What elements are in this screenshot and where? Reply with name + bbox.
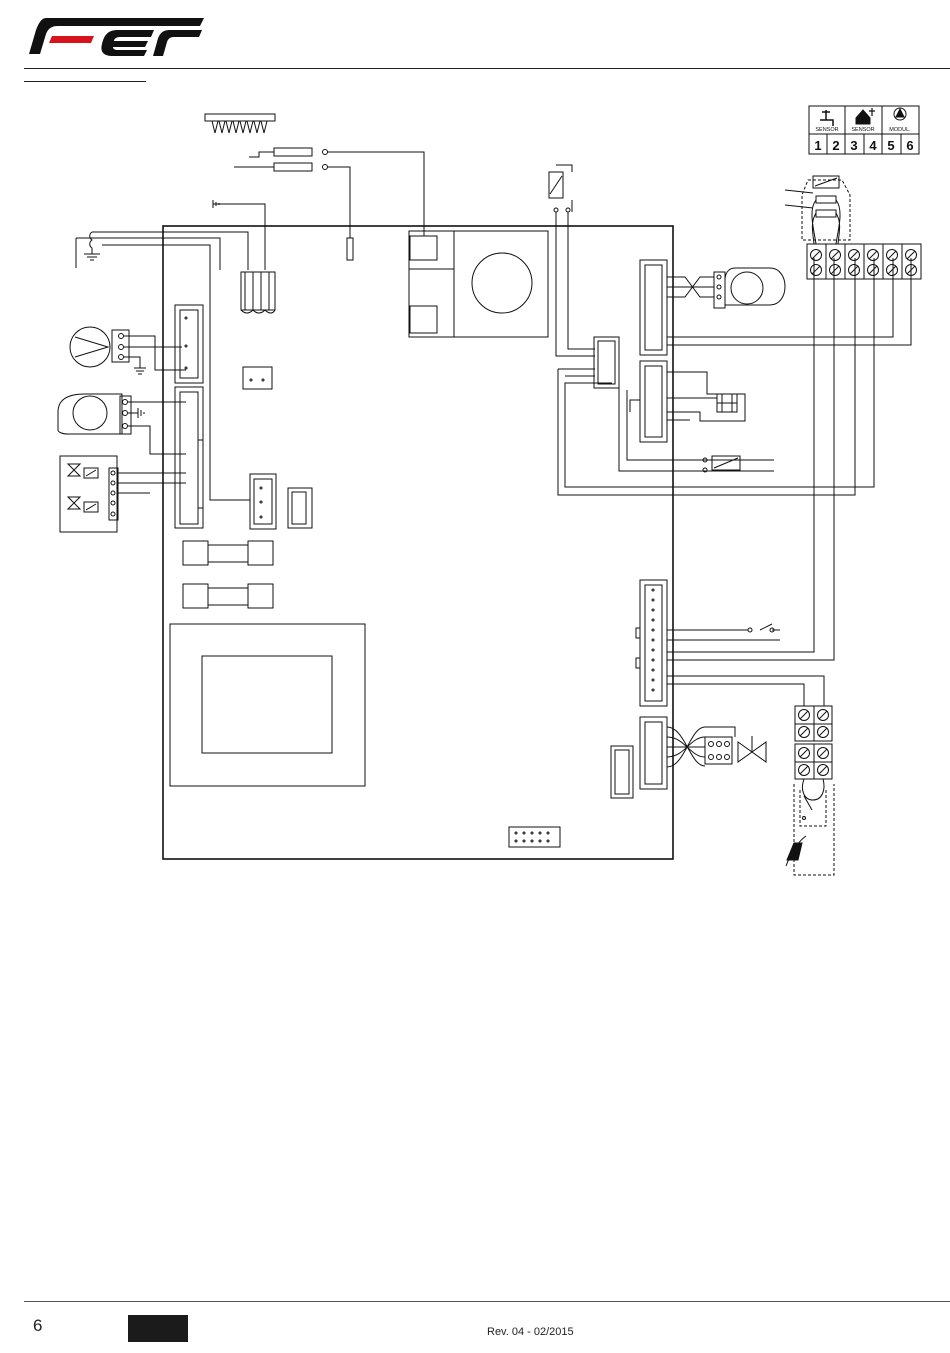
page-number: 6	[33, 1316, 42, 1336]
jumper-j1	[243, 367, 272, 389]
legend-house-icon	[856, 108, 875, 124]
footer-rule	[24, 1301, 950, 1302]
relay-block	[409, 231, 548, 337]
ignition-electrode-strip	[205, 114, 275, 133]
connector-fan-valve	[175, 387, 203, 528]
wires-to-lower-terminals	[667, 258, 834, 706]
legend-number-6: 6	[906, 138, 913, 153]
fan-symbol	[58, 394, 186, 454]
legend-tap-icon	[820, 110, 833, 126]
terminal-block-bottom	[795, 706, 832, 779]
footer-block	[128, 1315, 188, 1342]
connector-right-3	[640, 361, 667, 442]
legend-flame-icon	[894, 108, 906, 120]
legend-number-2: 2	[832, 138, 839, 153]
wiring-diagram: SENSOR SENSOR MODUL. 1 2 3 4 5 6	[0, 0, 950, 900]
external-sensor	[785, 176, 850, 244]
fuse-holders	[183, 541, 273, 608]
wires-to-terminals	[565, 258, 911, 487]
control-board	[163, 226, 673, 859]
flow-switch	[667, 624, 780, 640]
legend-number-5: 5	[887, 138, 894, 153]
relay-right	[630, 372, 745, 421]
legend-number-4: 4	[869, 138, 877, 153]
legend-number-1: 1	[814, 138, 821, 153]
display-area	[170, 624, 365, 786]
revision-label: Rev. 04 - 02/2015	[487, 1326, 574, 1338]
connector-pump	[175, 305, 203, 383]
connector-bottom-right	[611, 717, 667, 798]
connector-top-left	[241, 272, 275, 313]
gas-valve-symbol	[60, 456, 186, 532]
connector-right-2	[640, 260, 667, 355]
connector-center-left	[250, 474, 312, 529]
legend-label-sensor-2: SENSOR	[851, 127, 874, 133]
diverter-valve	[667, 727, 766, 767]
legend-number-3: 3	[850, 138, 857, 153]
ntc-sensor-right	[703, 456, 740, 472]
bottom-pin-header	[509, 827, 560, 847]
legend-label-sensor-1: SENSOR	[815, 127, 838, 133]
legend-label-modul: MODUL.	[889, 127, 911, 133]
terminal-block-top	[807, 244, 921, 279]
pump-symbol	[70, 327, 186, 374]
room-thermostat	[786, 779, 834, 875]
fan-right-symbol	[667, 268, 785, 308]
connector-right-long	[636, 580, 667, 706]
ntc-sensor-top	[549, 165, 595, 356]
earth-lead	[213, 200, 265, 270]
